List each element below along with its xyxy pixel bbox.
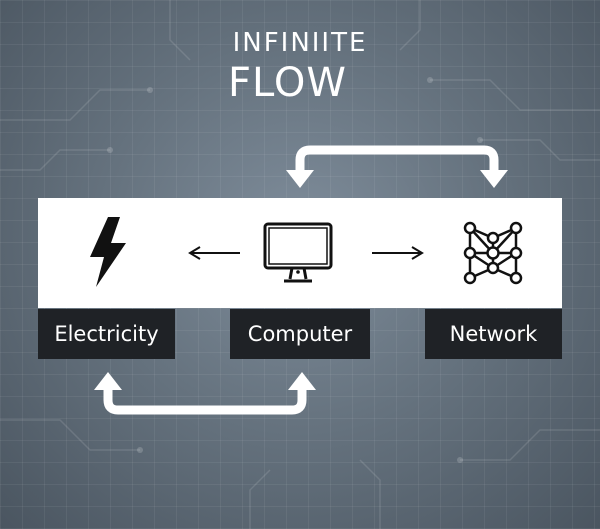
title-line-2: FLOW	[228, 60, 347, 106]
network-nodes-icon	[463, 221, 523, 285]
label-computer: Computer	[230, 309, 370, 359]
lightning-bolt-icon	[90, 217, 126, 287]
label-network: Network	[425, 309, 562, 359]
label-electricity: Electricity	[38, 309, 175, 359]
title-line-1: INFINIITE	[232, 28, 368, 58]
monitor-icon	[263, 222, 333, 283]
